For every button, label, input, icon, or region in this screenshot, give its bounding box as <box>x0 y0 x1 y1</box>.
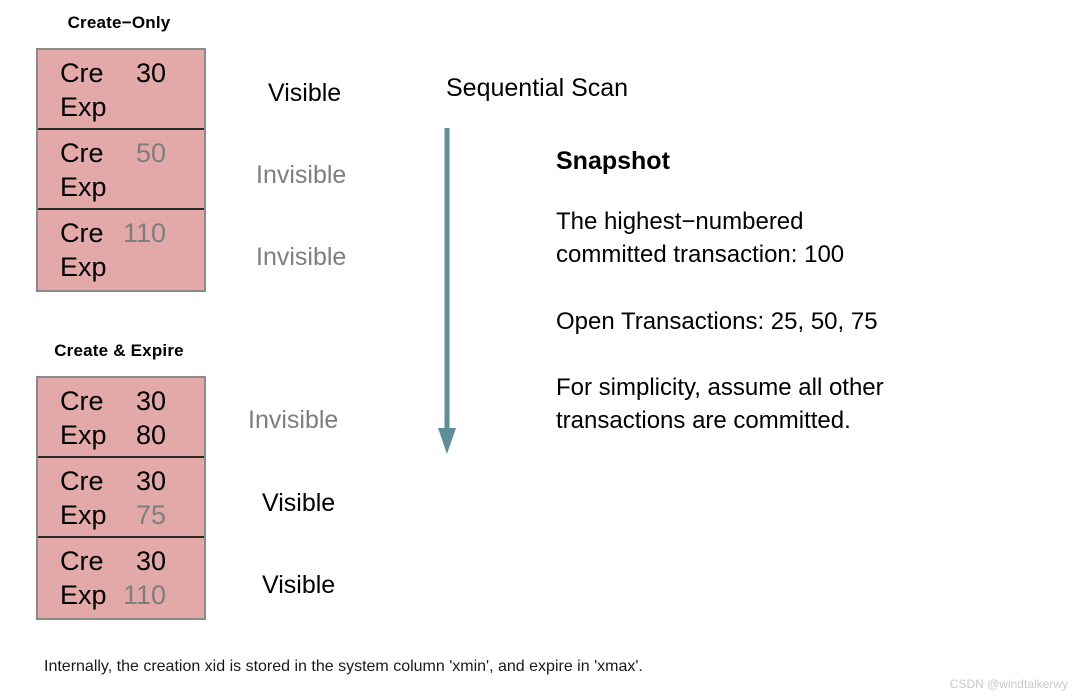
create-label: Cre <box>60 466 104 496</box>
visibility-label-create-only-row-3: Invisible <box>256 243 347 271</box>
visibility-label-create-expire-row-3: Visible <box>262 571 336 599</box>
table-row: Cre 30 Exp <box>38 50 204 130</box>
table-row: Cre 30 Exp 110 <box>38 538 204 618</box>
create-label: Cre <box>60 546 104 576</box>
create-label: Cre <box>60 58 104 88</box>
expire-value: 75 <box>135 500 166 530</box>
visibility-label-create-expire-row-2: Visible <box>262 489 336 517</box>
downward-arrow-icon <box>438 128 456 454</box>
table-row: Cre 30 Exp 80 <box>38 378 204 458</box>
create-expire-caption: Create & Expire <box>54 341 184 360</box>
expire-label: Exp <box>60 420 107 450</box>
watermark-text: CSDN @windtalkerwy <box>949 677 1068 691</box>
create-value: 30 <box>135 386 166 416</box>
create-only-caption: Create−Only <box>67 13 171 32</box>
tuple-expire-line: Exp 80 <box>60 418 204 452</box>
create-label: Cre <box>60 218 104 248</box>
create-value: 50 <box>135 138 166 168</box>
visibility-label-create-expire-row-1: Invisible <box>248 406 339 434</box>
tuple-create-line: Cre 30 <box>60 384 204 418</box>
tuple-create-line: Cre 30 <box>60 56 204 90</box>
create-value: 30 <box>135 58 166 88</box>
visibility-label-create-only-row-2: Invisible <box>256 161 347 189</box>
create-only-table: Cre 30 Exp Cre 50 Exp Cre 110 Exp <box>36 48 206 292</box>
visibility-label-create-only-row-1: Visible <box>268 79 342 107</box>
tuple-expire-line: Exp 75 <box>60 498 204 532</box>
create-expire-table: Cre 30 Exp 80 Cre 30 Exp 75 Cre 30 Exp 1… <box>36 376 206 620</box>
snapshot-heading: Snapshot <box>556 147 670 175</box>
tuple-create-line: Cre 30 <box>60 464 204 498</box>
expire-label: Exp <box>60 252 107 282</box>
expire-label: Exp <box>60 92 107 122</box>
tuple-expire-line: Exp 110 <box>60 578 204 612</box>
snapshot-highest-committed-text: The highest−numbered committed transacti… <box>556 208 845 268</box>
expire-label: Exp <box>60 580 107 610</box>
sequential-scan-title: Sequential Scan <box>446 74 629 102</box>
tuple-create-line: Cre 110 <box>60 216 204 250</box>
tuple-expire-line: Exp <box>60 90 204 124</box>
table-row: Cre 30 Exp 75 <box>38 458 204 538</box>
table-row: Cre 50 Exp <box>38 130 204 210</box>
create-label: Cre <box>60 138 104 168</box>
create-label: Cre <box>60 386 104 416</box>
tuple-create-line: Cre 50 <box>60 136 204 170</box>
tuple-expire-line: Exp <box>60 170 204 204</box>
expire-label: Exp <box>60 500 107 530</box>
create-value: 110 <box>122 218 166 248</box>
tuple-expire-line: Exp <box>60 250 204 284</box>
create-value: 30 <box>135 466 166 496</box>
expire-value: 110 <box>122 580 166 610</box>
footnote-text: Internally, the creation xid is stored i… <box>44 658 643 675</box>
expire-value: 80 <box>135 420 166 450</box>
create-value: 30 <box>135 546 166 576</box>
snapshot-open-transactions-text: Open Transactions: 25, 50, 75 <box>556 308 878 335</box>
snapshot-assumption-text: For simplicity, assume all other transac… <box>556 374 884 434</box>
tuple-create-line: Cre 30 <box>60 544 204 578</box>
expire-label: Exp <box>60 172 107 202</box>
table-row: Cre 110 Exp <box>38 210 204 290</box>
